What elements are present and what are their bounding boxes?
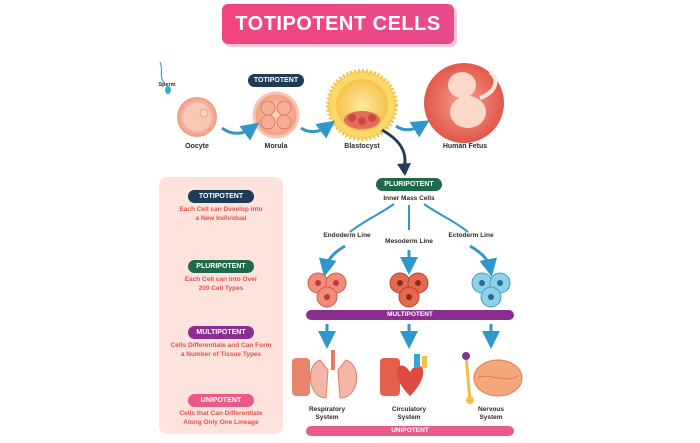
mesoderm-line-label: Mesoderm Line [385,238,433,245]
morula-icon [252,91,300,139]
stage-morula-label: Morula [264,143,288,150]
brain-icon [462,352,523,404]
inner-mass-label: Inner Mass Cells [383,195,435,202]
ectoderm-line-label: Ectoderm Line [448,232,494,239]
legend-panel [159,177,283,434]
endoderm-cells-icon [307,272,347,308]
heart-icon [380,354,427,396]
endoderm-line-label: Endoderm Line [323,232,371,239]
pluripotent-tag: PLURIPOTENT [376,178,442,191]
legend-unipotent-tag: UNIPOTENT [188,394,254,407]
stage-blastocyst-label: Blastocyst [344,143,380,150]
title-banner [222,4,454,44]
multipotent-bar: MULTIPOTENT [306,310,514,320]
legend-pluripotent-tag: PLURIPOTENT [188,260,254,273]
legend-totipotent-tag: TOTIPOTENT [188,190,254,203]
totipotent-tag: TOTIPOTENT [248,74,304,87]
page-title: TOTIPOTENT CELLS [235,13,441,35]
legend-multipotent-tag: MULTIPOTENT [188,326,254,339]
sperm-label: Sperm [158,82,176,88]
lungs-icon [292,350,358,399]
fetus-icon [424,63,504,143]
blastocyst-icon [326,69,398,141]
stage-oocyte-label: Oocyte [185,143,209,150]
oocyte-icon [177,97,217,137]
unipotent-bar: UNIPOTENT [306,426,514,436]
mesoderm-cells-icon [389,272,429,308]
stage-fetus-label: Human Fetus [442,143,488,150]
sperm-icon [159,61,171,94]
ectoderm-cells-icon [471,272,511,308]
